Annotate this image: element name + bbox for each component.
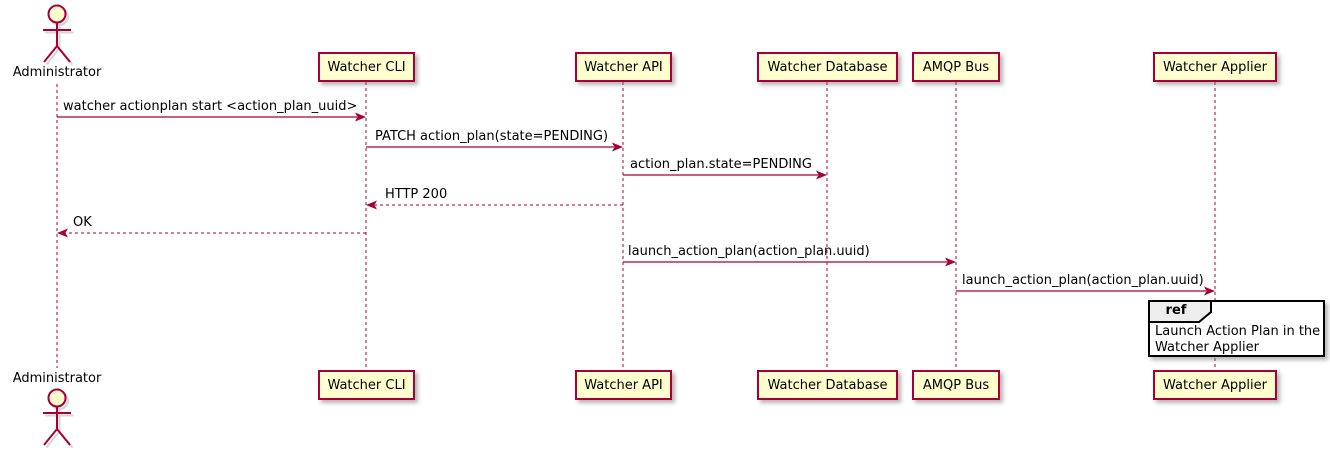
- message-arrow-5: [57, 228, 366, 238]
- participant-label: Watcher CLI: [327, 59, 406, 75]
- participant-amqp-bus-bottom: AMQP Bus: [912, 370, 1000, 400]
- actor-figure-bottom: [43, 388, 71, 446]
- ref-fragment: ref Launch Action Plan in the Watcher Ap…: [1148, 300, 1325, 357]
- actor-label-bottom: Administrator: [12, 371, 102, 386]
- message-label-4: HTTP 200: [385, 187, 448, 202]
- message-label-1: watcher actionplan start <action_plan_uu…: [63, 99, 358, 114]
- actor-figure-top: [43, 4, 71, 63]
- message-arrow-3: [623, 170, 827, 180]
- participant-label: AMQP Bus: [922, 377, 990, 393]
- ref-tab: [1148, 300, 1212, 323]
- message-arrow-4: [366, 200, 623, 210]
- participant-watcher-cli-top: Watcher CLI: [318, 52, 415, 82]
- participant-watcher-applier-bottom: Watcher Applier: [1153, 370, 1277, 400]
- ref-text-line-2: Watcher Applier: [1155, 340, 1259, 355]
- participant-label: Watcher CLI: [327, 377, 406, 393]
- message-label-2: PATCH action_plan(state=PENDING): [375, 129, 609, 144]
- message-label-5: OK: [73, 215, 92, 230]
- message-arrow-6: [623, 257, 956, 267]
- message-arrow-7: [956, 286, 1215, 296]
- ref-keyword: ref: [1165, 303, 1187, 318]
- participant-label: Watcher Applier: [1163, 377, 1267, 393]
- message-label-6: launch_action_plan(action_plan.uuid): [628, 244, 870, 259]
- participant-watcher-applier-top: Watcher Applier: [1153, 52, 1277, 82]
- message-label-7: launch_action_plan(action_plan.uuid): [962, 273, 1204, 288]
- actor-label-top: Administrator: [12, 65, 102, 80]
- participant-watcher-api-bottom: Watcher API: [575, 370, 672, 400]
- ref-text-line-1: Launch Action Plan in the: [1155, 324, 1321, 339]
- participant-amqp-bus-top: AMQP Bus: [912, 52, 1000, 82]
- message-label-3: action_plan.state=PENDING: [630, 157, 812, 172]
- participant-label: AMQP Bus: [922, 59, 990, 75]
- participant-watcher-database-bottom: Watcher Database: [757, 370, 898, 400]
- participant-label: Watcher Applier: [1163, 59, 1267, 75]
- participant-label: Watcher API: [584, 59, 663, 75]
- message-arrow-1: [57, 112, 366, 122]
- participant-watcher-api-top: Watcher API: [575, 52, 672, 82]
- participant-label: Watcher Database: [767, 377, 888, 393]
- participant-watcher-database-top: Watcher Database: [757, 52, 898, 82]
- message-arrow-2: [366, 142, 623, 152]
- participant-watcher-cli-bottom: Watcher CLI: [318, 370, 415, 400]
- participant-label: Watcher Database: [767, 59, 888, 75]
- participant-label: Watcher API: [584, 377, 663, 393]
